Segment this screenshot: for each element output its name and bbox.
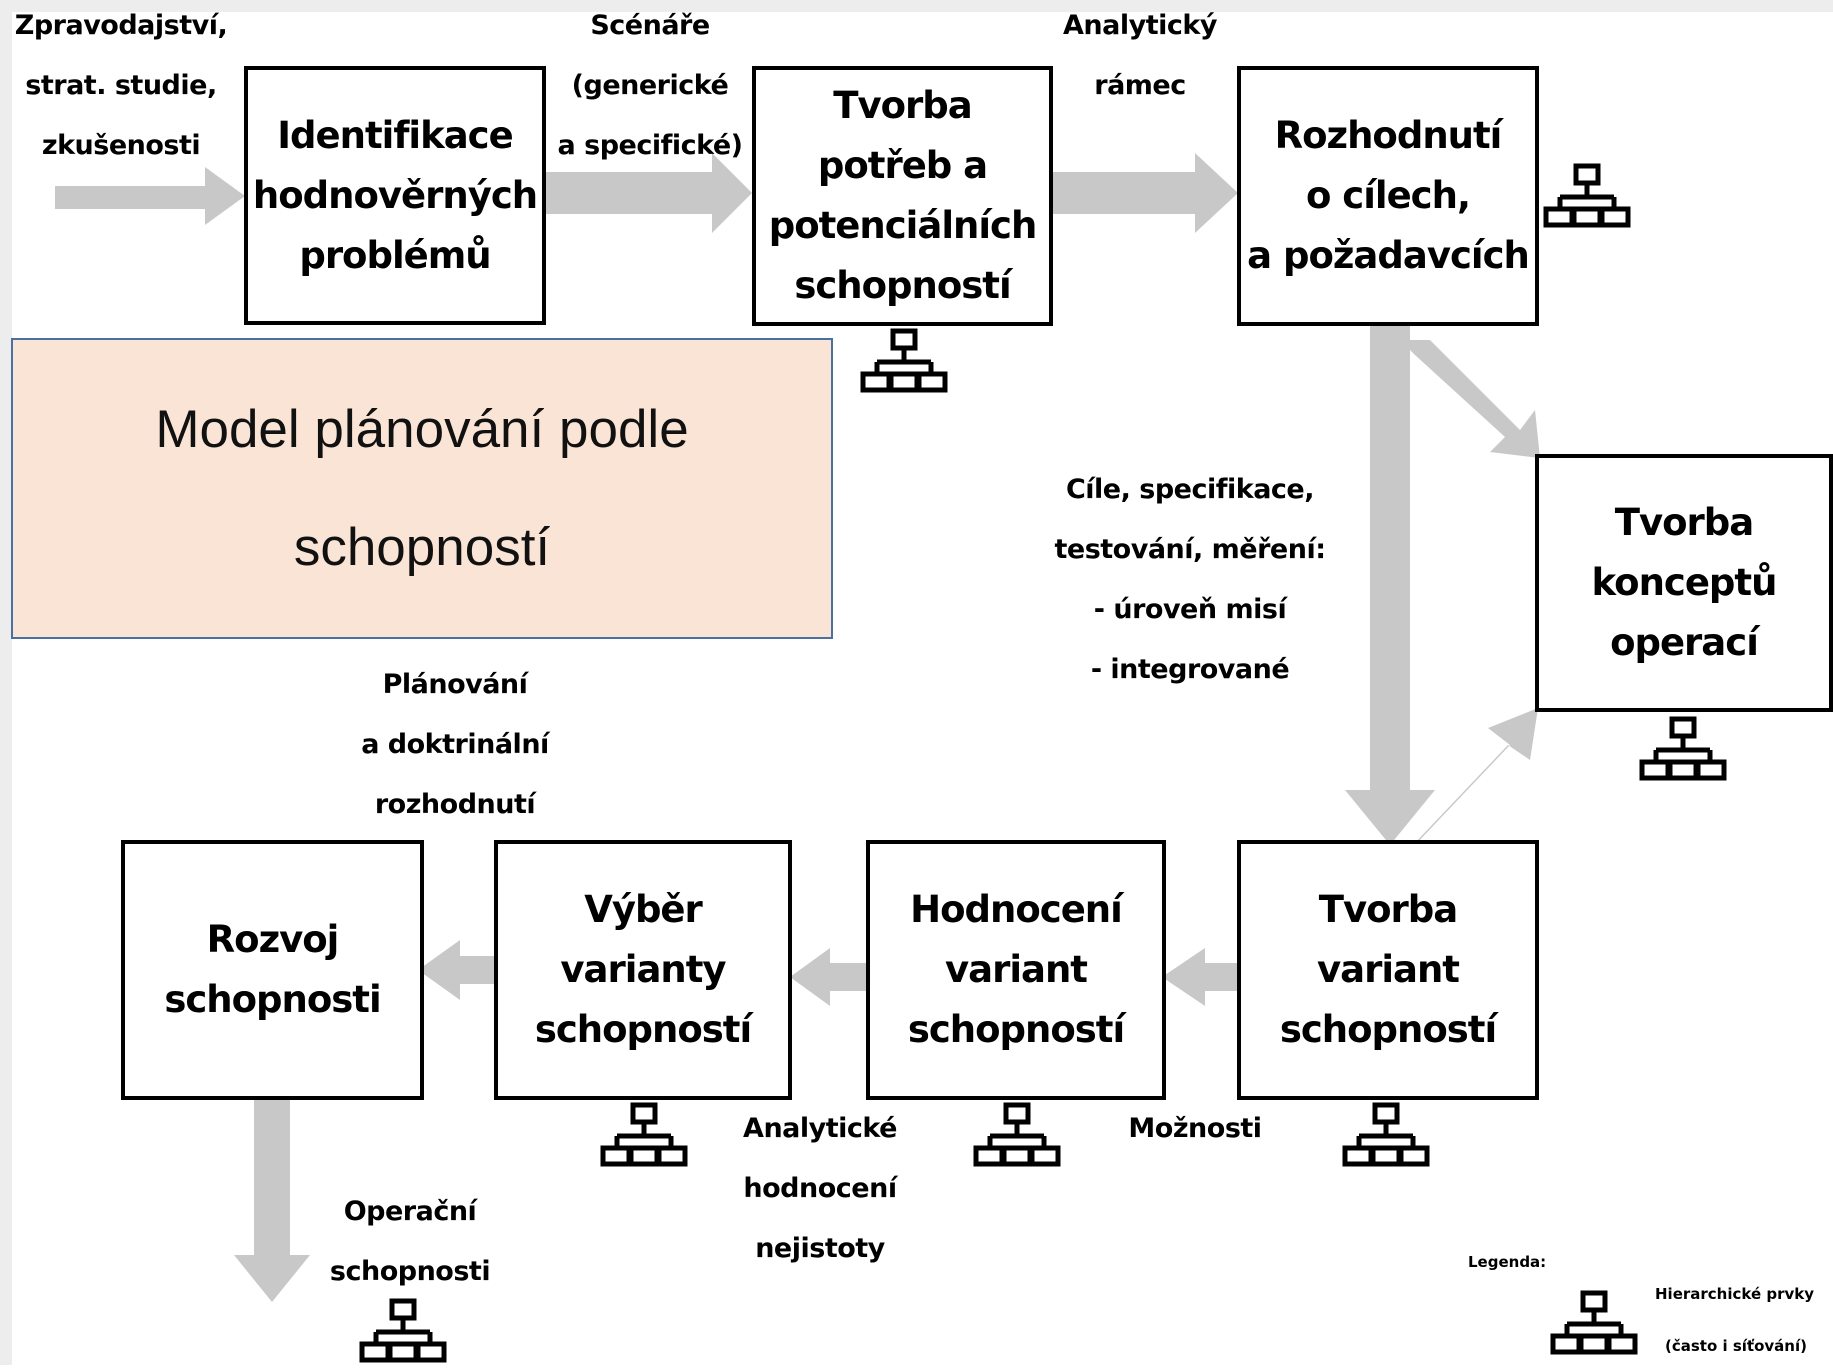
box-line: potenciálních	[768, 204, 1038, 247]
arrow-up-to-koncepty	[1385, 708, 1538, 845]
label-line: rámec	[1094, 70, 1186, 101]
box-line: Hodnocení	[910, 888, 1123, 931]
box-line: hodnověrných	[252, 173, 538, 217]
legend-title: Legenda:	[1468, 1253, 1547, 1271]
box-line: Tvorba	[1614, 501, 1754, 544]
hierarchy-icon	[1639, 716, 1727, 781]
label-line: Analytické	[743, 1113, 897, 1144]
arrow-to-hodnoceni	[1162, 948, 1240, 1006]
box-identifikace: Identifikace hodnověrných problémů	[244, 66, 546, 325]
box-tvorba-konceptu: Tvorba konceptů operací	[1535, 454, 1833, 712]
label-analyticke: Analytické hodnocení nejistoty	[720, 1099, 920, 1279]
box-tvorba-potreb: Tvorba potřeb a potenciálních schopností	[752, 66, 1053, 326]
arrow-input	[55, 167, 245, 225]
legend-hierarchy-icon	[1550, 1290, 1638, 1355]
label-line: Zpravodajství,	[14, 10, 228, 41]
box-line: schopností	[794, 264, 1011, 307]
box-line: Výběr	[584, 888, 703, 931]
box-line: Tvorba	[833, 84, 972, 127]
box-line: varianty	[560, 948, 726, 991]
label-line: Operační	[343, 1196, 477, 1227]
label-line: nejistoty	[755, 1233, 885, 1264]
label-line: Možnosti	[1128, 1113, 1262, 1144]
box-line: Tvorba	[1318, 888, 1458, 931]
diagram-title-line2: schopností	[293, 517, 551, 577]
hierarchy-icon	[860, 328, 948, 393]
label-cile: Cíle, specifikace, testování, měření: - …	[1030, 460, 1350, 700]
arrow-ramec	[1051, 153, 1238, 233]
hierarchy-icon	[1543, 163, 1631, 228]
box-line: schopnosti	[164, 978, 381, 1021]
box-hodnoceni: Hodnocení variant schopností	[866, 840, 1166, 1100]
box-line: variant	[944, 948, 1088, 991]
top-edge	[0, 0, 1833, 12]
box-line: Rozvoj	[206, 918, 340, 961]
arrow-down-to-koncepty	[1400, 340, 1540, 458]
box-line: potřeb a	[817, 144, 988, 187]
label-line: testování, měření:	[1054, 534, 1326, 565]
left-edge	[0, 0, 12, 1365]
box-vyber: Výběr varianty schopností	[494, 840, 792, 1100]
label-line: Scénáře	[590, 10, 710, 41]
arrow-to-vyber	[790, 948, 868, 1006]
box-line: a požadavcích	[1247, 234, 1530, 277]
box-rozhodnuti: Rozhodnutí o cílech, a požadavcích	[1237, 66, 1539, 326]
diagram-title-line1: Model plánování podle	[155, 399, 689, 459]
label-analyticky-ramec: Analytický rámec	[1045, 0, 1235, 116]
arrow-to-rozvoj	[418, 940, 498, 1000]
hierarchy-icon	[600, 1102, 688, 1167]
label-line: a doktrinální	[361, 729, 549, 760]
box-rozvoj: Rozvoj schopnosti	[121, 840, 424, 1100]
label-inputs: Zpravodajství, strat. studie, zkušenosti	[0, 0, 242, 176]
arrow-down-to-variants	[1345, 326, 1435, 845]
box-tvorba-variant: Tvorba variant schopností	[1237, 840, 1539, 1100]
box-line: variant	[1316, 948, 1460, 991]
label-line: - integrované	[1090, 654, 1290, 685]
label-moznosti: Možnosti	[1115, 1099, 1275, 1159]
hierarchy-icon	[973, 1102, 1061, 1167]
box-line: problémů	[299, 233, 491, 277]
legend-item-line2: (často i síťování)	[1665, 1337, 1807, 1355]
arrow-scenare	[543, 153, 752, 233]
label-line: strat. studie,	[25, 70, 217, 101]
label-line: - úroveň misí	[1093, 594, 1287, 625]
label-line: (generické	[571, 70, 729, 101]
label-line: Analytický	[1063, 10, 1217, 41]
diagram-title: Model plánování podle schopností	[11, 338, 833, 639]
box-line: schopností	[1279, 1008, 1497, 1051]
hierarchy-icon	[1342, 1102, 1430, 1167]
label-scenare: Scénáře (generické a specifické)	[540, 0, 760, 176]
box-line: schopností	[907, 1008, 1125, 1051]
label-line: schopnosti	[329, 1256, 491, 1287]
box-line: Identifikace	[277, 113, 513, 157]
label-planovani: Plánování a doktrinální rozhodnutí	[330, 655, 580, 835]
legend-item-line1: Hierarchické prvky	[1655, 1285, 1815, 1303]
box-line: Rozhodnutí	[1274, 114, 1503, 157]
label-operacni: Operační schopnosti	[300, 1182, 520, 1302]
box-line: operací	[1610, 621, 1759, 664]
arrow-operacni	[234, 1100, 310, 1302]
box-line: schopností	[534, 1008, 752, 1051]
box-line: konceptů	[1591, 561, 1778, 604]
label-line: Cíle, specifikace,	[1065, 474, 1315, 505]
hierarchy-icon	[359, 1298, 447, 1363]
label-line: hodnocení	[743, 1173, 897, 1204]
label-line: a specifické)	[557, 130, 743, 161]
label-line: rozhodnutí	[374, 789, 536, 820]
label-line: Plánování	[382, 669, 528, 700]
label-line: zkušenosti	[41, 130, 201, 161]
box-line: o cílech,	[1305, 174, 1471, 217]
